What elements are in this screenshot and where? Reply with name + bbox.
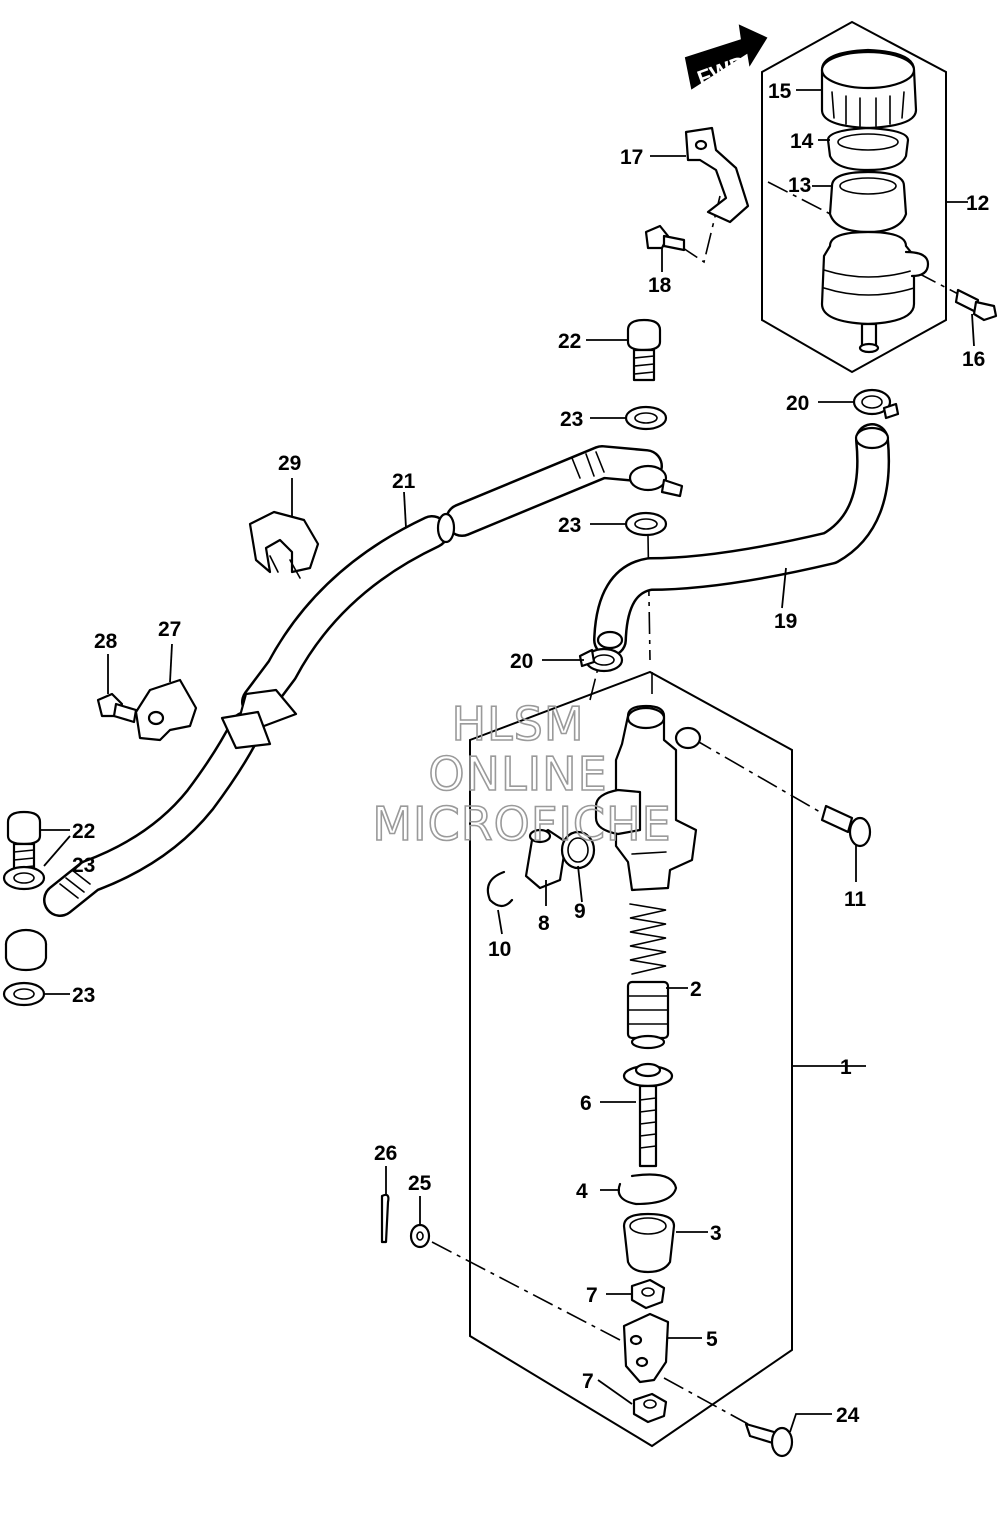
master-cylinder-body (594, 704, 702, 892)
union-bolt-upper (626, 318, 662, 382)
assembly-centerlines (431, 181, 963, 1425)
callout-25: 25 (408, 1172, 432, 1195)
mounting-screw (820, 804, 872, 848)
callout-2: 2 (690, 978, 702, 1001)
callout-11: 11 (844, 888, 867, 911)
callout-23-lower-2: 23 (72, 984, 95, 1007)
leader-lines (40, 89, 975, 1433)
lock-nut-upper (630, 1278, 666, 1310)
bracket-bolt (644, 224, 686, 252)
callout-10: 10 (488, 938, 511, 961)
callout-labels: 1 2 3 4 5 6 7 7 8 9 10 11 12 13 14 15 16… (72, 80, 989, 1427)
callout-17: 17 (620, 146, 643, 169)
callout-9: 9 (574, 900, 586, 923)
cotter-pin (380, 1193, 390, 1244)
callout-4: 4 (576, 1180, 588, 1203)
callout-22-upper: 22 (558, 330, 581, 353)
clevis-pin (744, 1422, 794, 1458)
callout-27: 27 (158, 618, 181, 641)
callout-23-upper-1: 23 (560, 408, 583, 431)
callout-7-upper: 7 (586, 1284, 598, 1307)
circlip-small (486, 870, 514, 908)
callout-21: 21 (392, 470, 416, 493)
reservoir-hose (593, 423, 891, 657)
callout-18: 18 (648, 274, 672, 297)
spring (629, 903, 667, 975)
reservoir-diaphragm (828, 170, 908, 234)
callout-15: 15 (768, 80, 792, 103)
watermark-line-1: HLSM (451, 697, 584, 751)
callout-23-upper-2: 23 (558, 514, 581, 537)
circlip-large (617, 1173, 678, 1206)
master-cylinder-assembly-frame (469, 670, 793, 1448)
callout-8: 8 (538, 912, 550, 935)
reservoir-bolt (954, 288, 998, 322)
callout-20-upper: 20 (786, 392, 809, 415)
callout-16: 16 (962, 348, 985, 371)
reservoir-bracket (684, 126, 750, 224)
sealing-washer-upper-2 (624, 511, 668, 537)
callout-5: 5 (706, 1328, 718, 1351)
callout-3: 3 (710, 1222, 722, 1245)
callout-23-lower-1: 23 (72, 854, 95, 877)
reservoir-cap (820, 48, 918, 130)
piston-cup-set (626, 980, 670, 1050)
callout-28: 28 (94, 630, 118, 653)
callout-13: 13 (788, 174, 811, 197)
callout-29: 29 (278, 452, 301, 475)
reservoir-diaphragm-plate (826, 126, 910, 172)
callout-19: 19 (774, 610, 797, 633)
callout-26: 26 (374, 1142, 397, 1165)
reservoir-tank (820, 230, 930, 354)
reservoir-connector (524, 828, 568, 890)
clevis (622, 1312, 670, 1384)
push-rod (622, 1062, 674, 1168)
washer-small (409, 1223, 431, 1249)
watermark: HLSM ONLINE MICROFICHE (372, 696, 672, 852)
brake-hose (4, 445, 684, 972)
watermark-line-2: ONLINE (428, 747, 607, 801)
callout-24: 24 (836, 1404, 860, 1427)
callout-20-lower: 20 (510, 650, 533, 673)
callout-6: 6 (580, 1092, 592, 1115)
reservoir-assembly-frame (761, 20, 947, 374)
callout-1: 1 (840, 1056, 852, 1079)
hose-clamp (248, 510, 320, 579)
hose-clip-upper (852, 388, 900, 420)
callout-12: 12 (966, 192, 989, 215)
bracket-bolt-lower (96, 692, 138, 724)
dust-boot (622, 1212, 676, 1274)
watermark-line-3: MICROFICHE (372, 797, 671, 851)
forward-direction-arrow: FWD (684, 24, 768, 91)
sealing-washer-upper-1 (624, 405, 668, 431)
lock-nut-lower (632, 1392, 668, 1424)
hose-clip-lower (578, 647, 624, 673)
sealing-washer-lower-2 (2, 981, 46, 1007)
callout-22-lower: 22 (72, 820, 95, 843)
callout-7-lower: 7 (582, 1370, 594, 1393)
hose-guide-bracket (134, 678, 198, 742)
sealing-washer-lower-1 (2, 865, 46, 891)
callout-14: 14 (790, 130, 814, 153)
